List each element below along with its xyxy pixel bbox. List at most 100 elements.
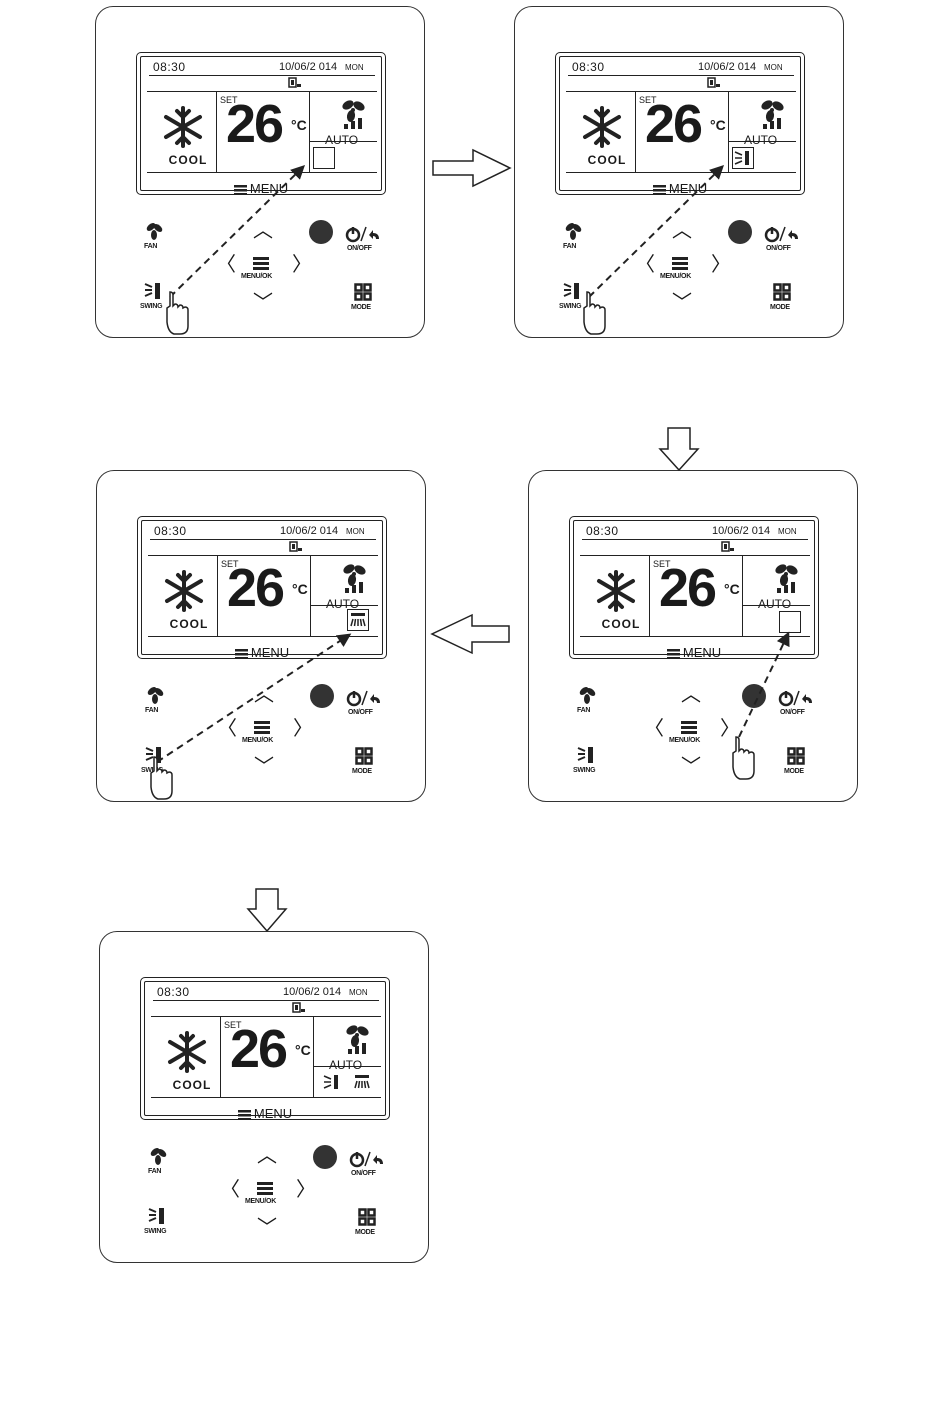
mode-button-icon[interactable]	[354, 283, 372, 301]
fan-button-icon[interactable]	[148, 1146, 168, 1166]
snowflake-icon	[164, 106, 202, 148]
left-arrow-button[interactable]: 〈	[217, 718, 237, 740]
lcd-screen: 08:30 10/06/2 014 MON COOL SET 26 °C AUT…	[140, 977, 390, 1121]
swing-button-label: SWING	[141, 767, 164, 774]
sensor-dot	[742, 684, 766, 708]
snowflake-icon	[165, 570, 203, 612]
up-arrow-button[interactable]: ︿	[681, 684, 701, 706]
left-arrow-button[interactable]: 〈	[220, 1179, 240, 1201]
mode-button-icon[interactable]	[358, 1208, 376, 1226]
swing-button-label: SWING	[144, 1228, 167, 1235]
set-temperature: 26	[226, 94, 284, 154]
mode-button-label: MODE	[355, 1229, 375, 1236]
fan-button-label: FAN	[577, 707, 591, 714]
flow-arrow-right	[432, 148, 512, 188]
right-arrow-button[interactable]: 〉	[720, 718, 740, 740]
sensor-dot	[310, 684, 334, 708]
day-of-week: MON	[349, 988, 368, 997]
clock-time: 08:30	[572, 60, 605, 74]
lock-icon	[288, 77, 301, 88]
down-arrow-button[interactable]: ﹀	[253, 292, 273, 314]
power-button-icon[interactable]	[345, 225, 381, 243]
swing-indicator-horizontal	[347, 609, 369, 631]
sensor-dot	[728, 220, 752, 244]
temperature-unit: °C	[724, 581, 740, 597]
mode-button-icon[interactable]	[355, 747, 373, 765]
power-button-icon[interactable]	[346, 689, 382, 707]
date: 10/06/2 014	[279, 61, 338, 73]
vertical-swing-icon	[734, 151, 749, 165]
snowflake-icon	[168, 1031, 206, 1073]
down-arrow-button[interactable]: ﹀	[681, 756, 701, 778]
right-arrow-button[interactable]: 〉	[711, 254, 731, 276]
menu-label: MENU	[574, 645, 814, 660]
mode-label: COOL	[168, 153, 208, 167]
right-arrow-button[interactable]: 〉	[296, 1179, 316, 1201]
fan-icon	[342, 100, 365, 129]
menu-label: MENU	[560, 181, 800, 196]
left-arrow-button[interactable]: 〈	[644, 718, 664, 740]
power-button-icon[interactable]	[778, 689, 814, 707]
set-temperature: 26	[659, 558, 717, 618]
lcd-screen: 08:30 10/06/2 014 MON COOL SET 26 °C AUT…	[136, 52, 386, 196]
left-arrow-button[interactable]: 〈	[635, 254, 655, 276]
swing-button-label: SWING	[559, 303, 582, 310]
temperature-unit: °C	[710, 117, 726, 133]
fan-button-icon[interactable]	[563, 221, 583, 241]
flow-arrow-left	[430, 613, 510, 655]
power-button-icon[interactable]	[349, 1150, 385, 1168]
snowflake-icon	[597, 570, 635, 612]
day-of-week: MON	[764, 63, 783, 72]
day-of-week: MON	[778, 527, 797, 536]
swing-button-icon[interactable]	[576, 745, 598, 765]
swing-button-icon[interactable]	[144, 745, 166, 765]
left-arrow-button[interactable]: 〈	[216, 254, 236, 276]
swing-button-icon[interactable]	[562, 281, 584, 301]
mode-button-label: MODE	[351, 304, 371, 311]
menu-ok-button-label: MENU/OK	[241, 273, 272, 280]
up-arrow-button[interactable]: ︿	[672, 220, 692, 242]
on-off-button-label: ON/OFF	[347, 245, 372, 252]
fan-button-label: FAN	[148, 1168, 162, 1175]
up-arrow-button[interactable]: ︿	[254, 684, 274, 706]
swing-indicator-vertical	[732, 147, 754, 169]
menu-ok-button-icon[interactable]	[681, 721, 697, 734]
controller-panel-step-2: 08:30 10/06/2 014 MON COOL SET 26 °C AUT…	[514, 6, 844, 338]
clock-time: 08:30	[153, 60, 186, 74]
menu-ok-button-icon[interactable]	[672, 257, 688, 270]
mode-button-icon[interactable]	[787, 747, 805, 765]
menu-ok-button-icon[interactable]	[254, 721, 270, 734]
up-arrow-button[interactable]: ︿	[257, 1145, 277, 1167]
temperature-unit: °C	[295, 1042, 311, 1058]
set-label: SET	[220, 95, 238, 105]
set-label: SET	[224, 1020, 242, 1030]
swing-button-icon[interactable]	[147, 1206, 169, 1226]
down-arrow-button[interactable]: ﹀	[672, 292, 692, 314]
fan-speed-label: AUTO	[325, 133, 359, 147]
menu-ok-button-icon[interactable]	[253, 257, 269, 270]
menu-label: MENU	[145, 1106, 385, 1121]
mode-button-icon[interactable]	[773, 283, 791, 301]
controller-panel-step-3: 08:30 10/06/2 014 MON COOL SET 26 °C AUT…	[528, 470, 858, 802]
swing-button-icon[interactable]	[143, 281, 165, 301]
right-arrow-button[interactable]: 〉	[293, 718, 313, 740]
fan-icon	[343, 564, 366, 593]
fan-button-icon[interactable]	[145, 685, 165, 705]
flow-arrow-down	[658, 427, 700, 472]
menu-ok-button-label: MENU/OK	[660, 273, 691, 280]
up-arrow-button[interactable]: ︿	[253, 220, 273, 242]
menu-label: MENU	[141, 181, 381, 196]
power-button-icon[interactable]	[764, 225, 800, 243]
menu-ok-button-icon[interactable]	[257, 1182, 273, 1195]
lock-icon	[292, 1002, 305, 1013]
fan-button-icon[interactable]	[577, 685, 597, 705]
fan-button-icon[interactable]	[144, 221, 164, 241]
down-arrow-button[interactable]: ﹀	[254, 756, 274, 778]
right-arrow-button[interactable]: 〉	[292, 254, 312, 276]
set-label: SET	[221, 559, 239, 569]
fan-speed-label: AUTO	[329, 1058, 363, 1072]
mode-button-label: MODE	[770, 304, 790, 311]
lock-icon	[289, 541, 302, 552]
sensor-dot	[313, 1145, 337, 1169]
down-arrow-button[interactable]: ﹀	[257, 1217, 277, 1239]
